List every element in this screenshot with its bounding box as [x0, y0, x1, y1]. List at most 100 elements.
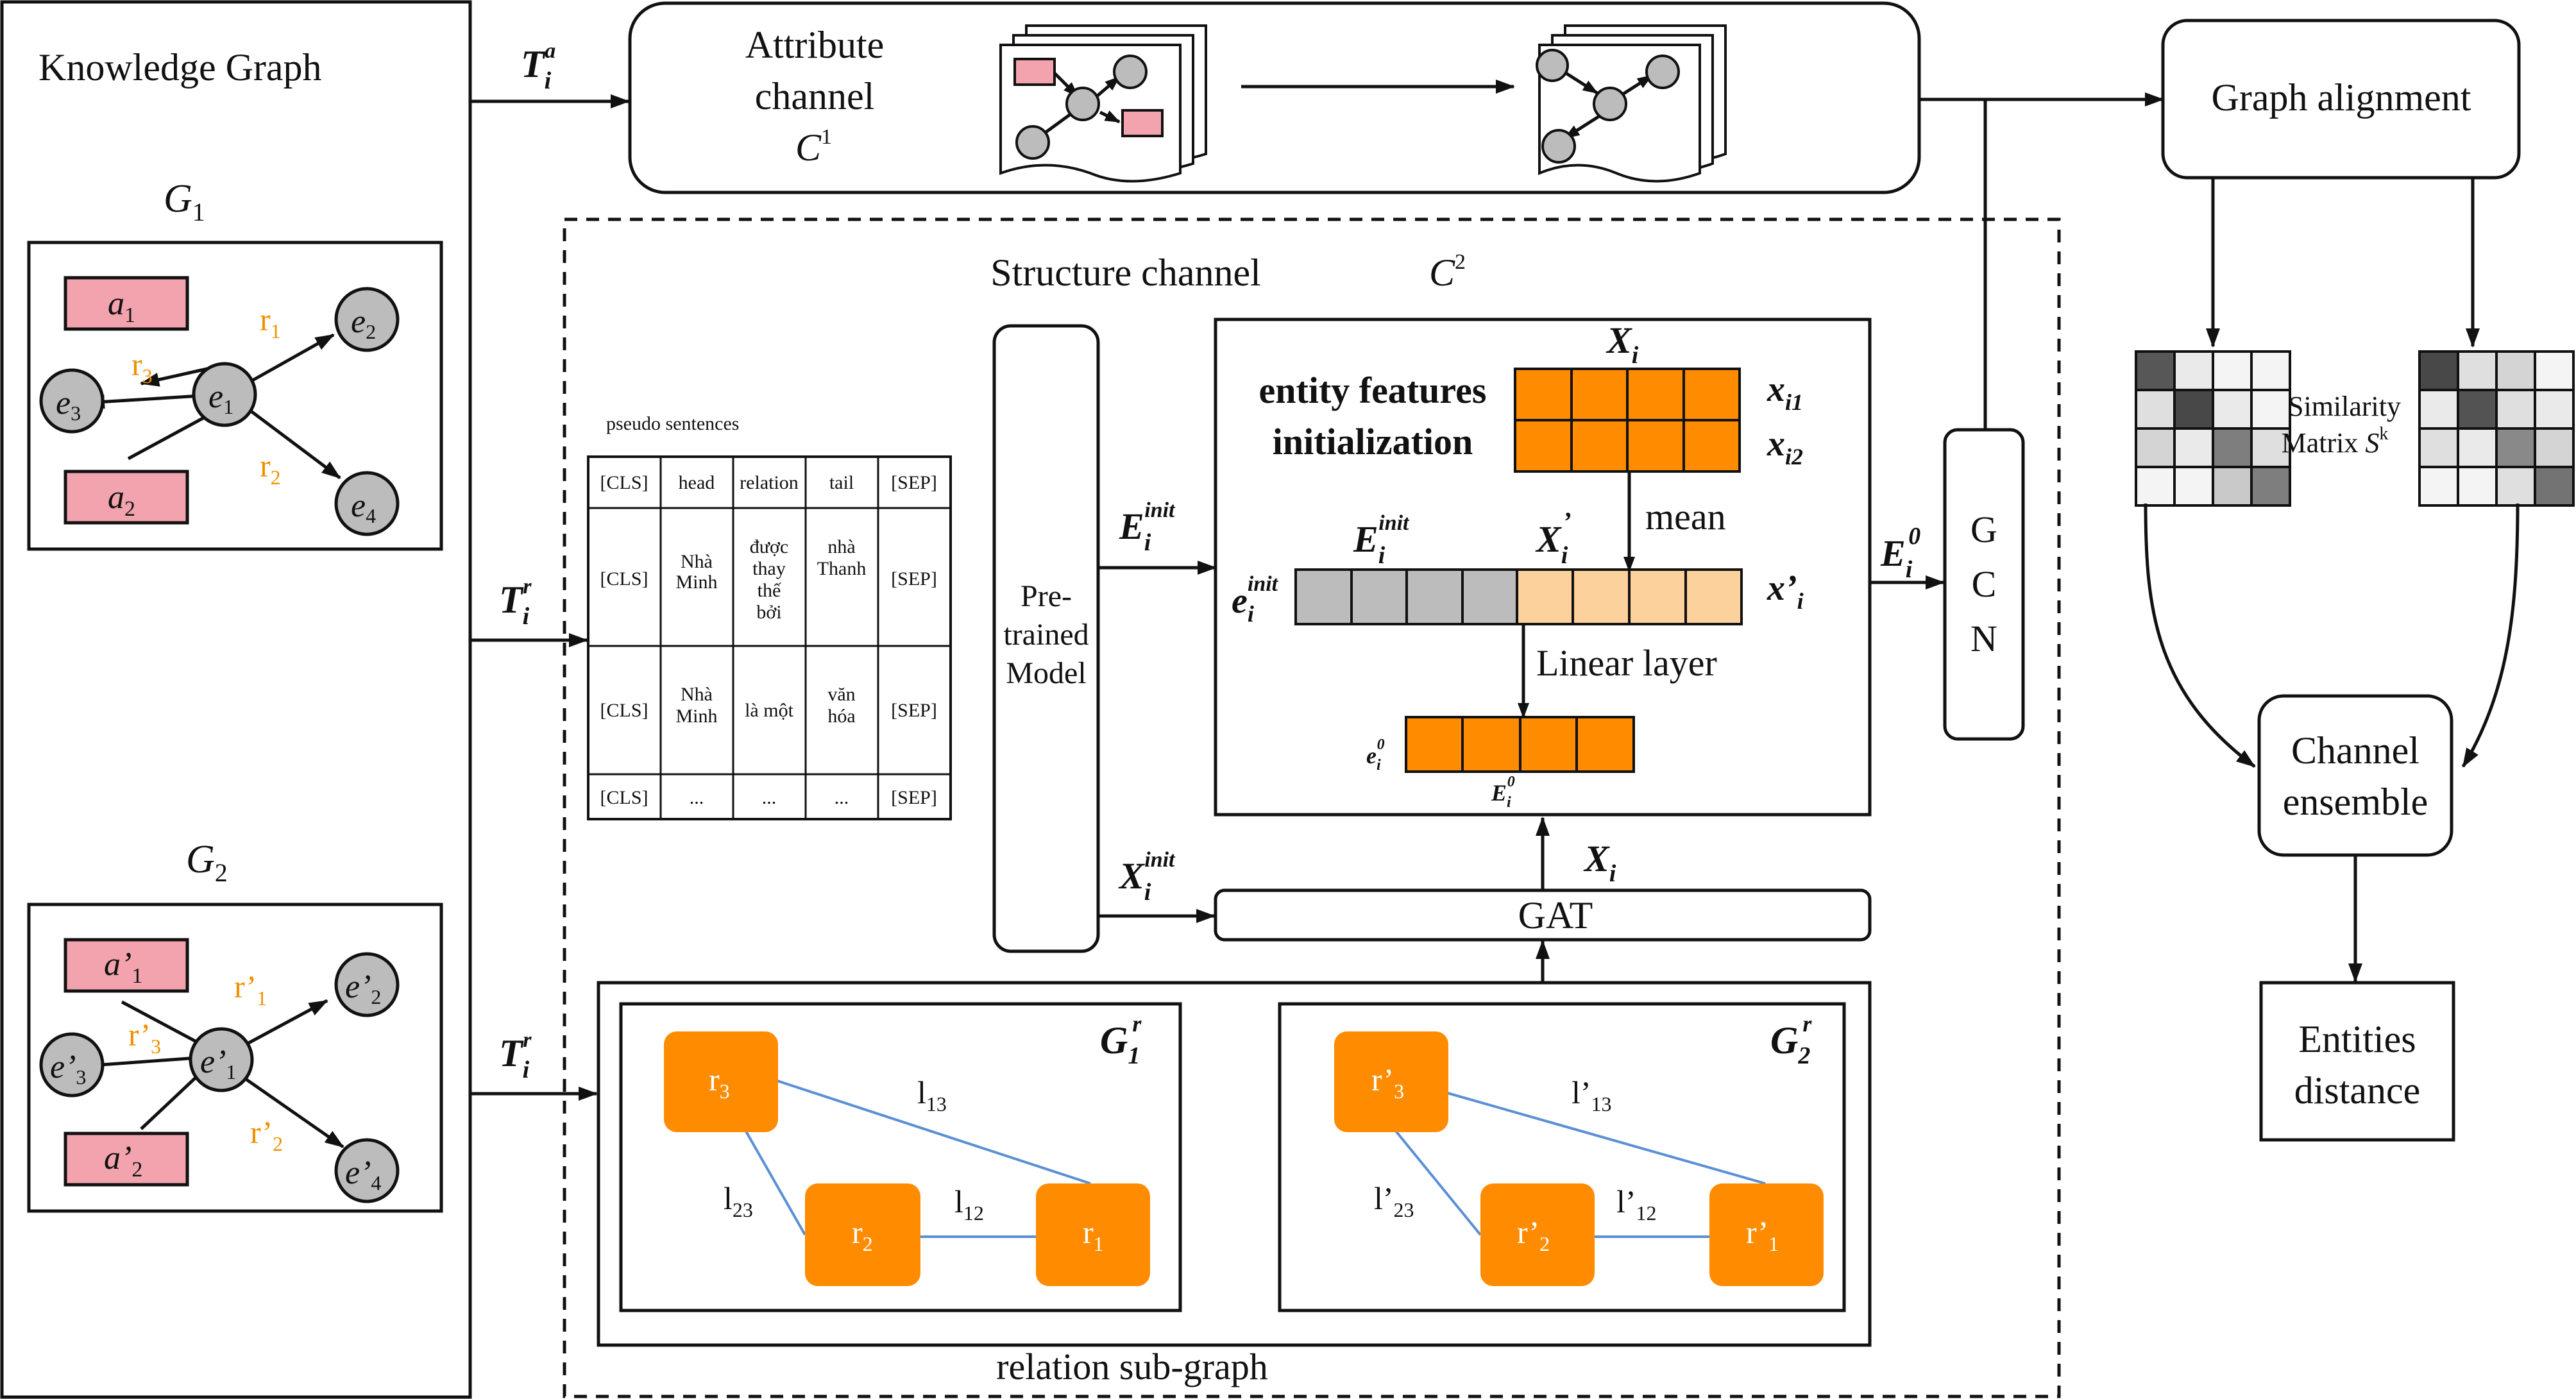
gcn-c: C	[1972, 563, 1997, 605]
e0-label: Ei0	[1880, 523, 1920, 583]
linear-label: Linear layer	[1536, 642, 1717, 684]
rel-g2-node-r3-label: r’3	[1371, 1062, 1404, 1103]
similarity-cell	[2495, 350, 2536, 391]
matrix-left-to-ensemble	[2144, 503, 2256, 768]
attr-graph-stack-right	[1536, 24, 1727, 183]
g1-entity-e4	[334, 471, 400, 536]
g2-entity-e2	[334, 952, 400, 1017]
g2-entity-e4-label: e’4	[345, 1155, 381, 1194]
channel-ensemble-line1: Channel	[2291, 729, 2419, 772]
channel-ensemble-box	[2257, 694, 2453, 857]
pseudo-cell-2-0: [CLS]	[600, 700, 648, 721]
rel-g1-edge-13-label: l13	[917, 1074, 947, 1115]
g1-rel-r2: r2	[260, 448, 281, 489]
structure-channel-label: Structure channel	[990, 251, 1261, 294]
entities-distance-box	[2259, 981, 2455, 1142]
efi-xiprime-label: Xi’	[1535, 507, 1572, 569]
similarity-cell	[2250, 350, 2291, 391]
similarity-matrix-left	[2135, 350, 2291, 507]
similarity-cell	[2135, 427, 2176, 468]
rel-g1-edge-12-label: l12	[954, 1183, 984, 1225]
similarity-cell	[2534, 350, 2575, 391]
pretrained-line2: trained	[1003, 618, 1089, 652]
structure-channel-box	[563, 217, 2061, 1398]
g1-attr-a2-label: a2	[108, 479, 135, 521]
similarity-line2: Matrix Sk	[2282, 424, 2389, 459]
g2-rel-r1: r’1	[234, 969, 267, 1010]
pseudo-cell-1-0: [CLS]	[600, 568, 648, 589]
g2-entity-e2-label: e’2	[345, 969, 381, 1008]
g2-attr-a1-label: a’1	[104, 946, 142, 988]
pseudo-cell-2-2: là một	[745, 700, 793, 721]
pseudo-cell-3-4: [SEP]	[891, 787, 937, 808]
arrow-tr2-label: Tir	[499, 1028, 532, 1083]
similarity-cell	[2495, 389, 2536, 430]
g1-rel-r1: r1	[260, 301, 281, 343]
graph-alignment-label: Graph alignment	[2212, 76, 2471, 119]
similarity-matrix-right	[2418, 350, 2575, 507]
rel-g2-node-r2-label: r’2	[1517, 1214, 1550, 1255]
similarity-cell	[2212, 466, 2253, 507]
matrix-right-to-ensemble	[2461, 503, 2520, 768]
similarity-cell	[2250, 427, 2291, 468]
xi-matrix	[1514, 368, 1741, 473]
efi-Ei0: Ei0	[1491, 774, 1515, 811]
pseudo-cell-0-4: [SEP]	[891, 472, 937, 493]
efi-einit-label: Eiinit	[1353, 511, 1410, 569]
similarity-cell	[2418, 466, 2459, 507]
rel-g1-node-r2	[805, 1183, 920, 1286]
gat-xi-label: Xi	[1583, 838, 1616, 887]
pseudo-cell-3-3: ...	[835, 787, 849, 808]
g1-entity-e3	[39, 368, 105, 434]
g2-edge-e2	[242, 999, 328, 1047]
g1-attr-a1	[64, 276, 189, 331]
rel-g1-edge-13	[777, 1080, 1091, 1185]
similarity-cell	[2173, 427, 2214, 468]
pseudo-cell-2-4: [SEP]	[891, 700, 937, 721]
g2-entity-e3	[39, 1032, 105, 1098]
rel-g1-label: G1r	[1100, 1011, 1142, 1069]
g1-edge-e4	[249, 409, 341, 479]
attribute-channel-line2: channel	[755, 75, 875, 117]
g2-rel-r3: r’3	[128, 1017, 161, 1058]
gcn-n: N	[1970, 618, 1997, 659]
efi-title-line2: initialization	[1273, 421, 1473, 462]
efi-ei0: ei0	[1366, 736, 1385, 774]
einit-label: Eiinit	[1119, 498, 1176, 556]
pseudo-title: pseudo sentences	[606, 413, 739, 434]
rel-g1-node-r3	[664, 1031, 778, 1132]
efi-xi: Xi	[1606, 319, 1639, 369]
g1-rel-r3: r3	[131, 346, 153, 387]
similarity-cell	[2418, 427, 2459, 468]
similarity-cell	[2457, 350, 2498, 391]
gcn-box	[1943, 428, 2025, 741]
entities-distance-line1: Entities	[2298, 1018, 2416, 1060]
rel-g2-edge-23	[1394, 1129, 1482, 1236]
attribute-channel-line1: Attribute	[745, 24, 885, 66]
similarity-cell	[2135, 350, 2176, 391]
pseudo-cell-1-4: [SEP]	[891, 568, 937, 589]
g1-edge-e2	[249, 333, 335, 384]
similarity-cell	[2418, 350, 2459, 391]
pseudo-cell-0-0: [CLS]	[600, 472, 648, 493]
structure-channel-c2: C2	[1429, 250, 1466, 294]
pretrained-line1: Pre-	[1021, 579, 1072, 613]
pretrained-model-box	[992, 324, 1100, 953]
pseudo-cell-0-2: relation	[740, 472, 799, 493]
xinit-label: Xiinit	[1118, 848, 1176, 906]
g2-entity-e1	[189, 1027, 254, 1092]
concat-row	[1294, 568, 1743, 625]
rel-g2-node-r3	[1334, 1031, 1448, 1132]
g2-entity-e4	[334, 1138, 400, 1203]
similarity-cell	[2534, 389, 2575, 430]
similarity-cell	[2457, 466, 2498, 507]
pretrained-line3: Model	[1006, 656, 1086, 690]
g2-attr-a2	[64, 1132, 189, 1187]
pseudo-cell-0-1: head	[679, 472, 715, 493]
